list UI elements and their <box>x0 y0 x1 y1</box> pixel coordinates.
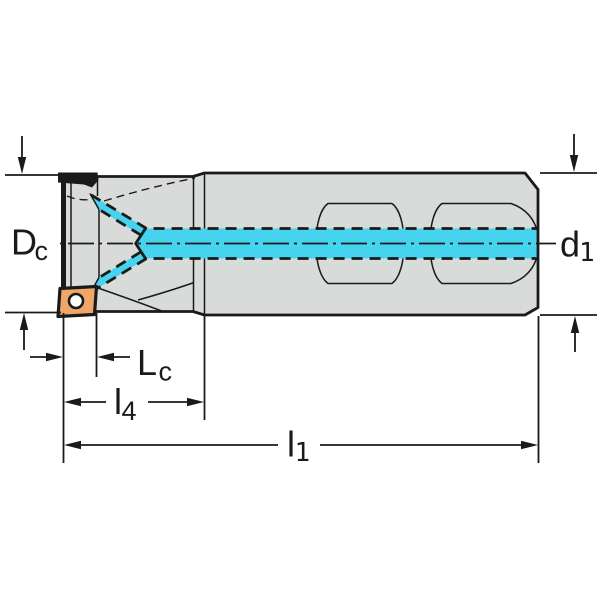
label-l4: l4 <box>114 381 137 426</box>
shank-outline <box>192 171 540 317</box>
chip-pocket-arc <box>97 287 164 313</box>
dc-arrow-top <box>17 136 27 174</box>
label-d1: d1 <box>560 224 595 269</box>
d1-arrow-bottom <box>570 316 580 352</box>
l1-dimension <box>64 440 538 450</box>
coolant-exit-notch-top <box>89 193 100 210</box>
d1-arrow-top <box>569 134 579 172</box>
insert-screw-hole <box>67 292 85 310</box>
coolant-bore-apex <box>134 226 148 261</box>
label-l1: l1 <box>287 424 310 469</box>
top-insert-silhouette <box>58 172 99 188</box>
extension-lines <box>5 172 597 463</box>
cutting-circle-dashed-arc <box>103 177 196 202</box>
label-lc: Lc <box>137 342 172 387</box>
l4-dimension <box>64 397 204 407</box>
label-dc: Dc <box>11 222 48 267</box>
bottom-insert <box>56 284 99 319</box>
dc-arrow-bottom <box>19 313 29 350</box>
coolant-bore-dashed-edges <box>89 193 538 294</box>
lc-dimension <box>30 352 130 362</box>
chip-gash-arc <box>137 281 195 301</box>
